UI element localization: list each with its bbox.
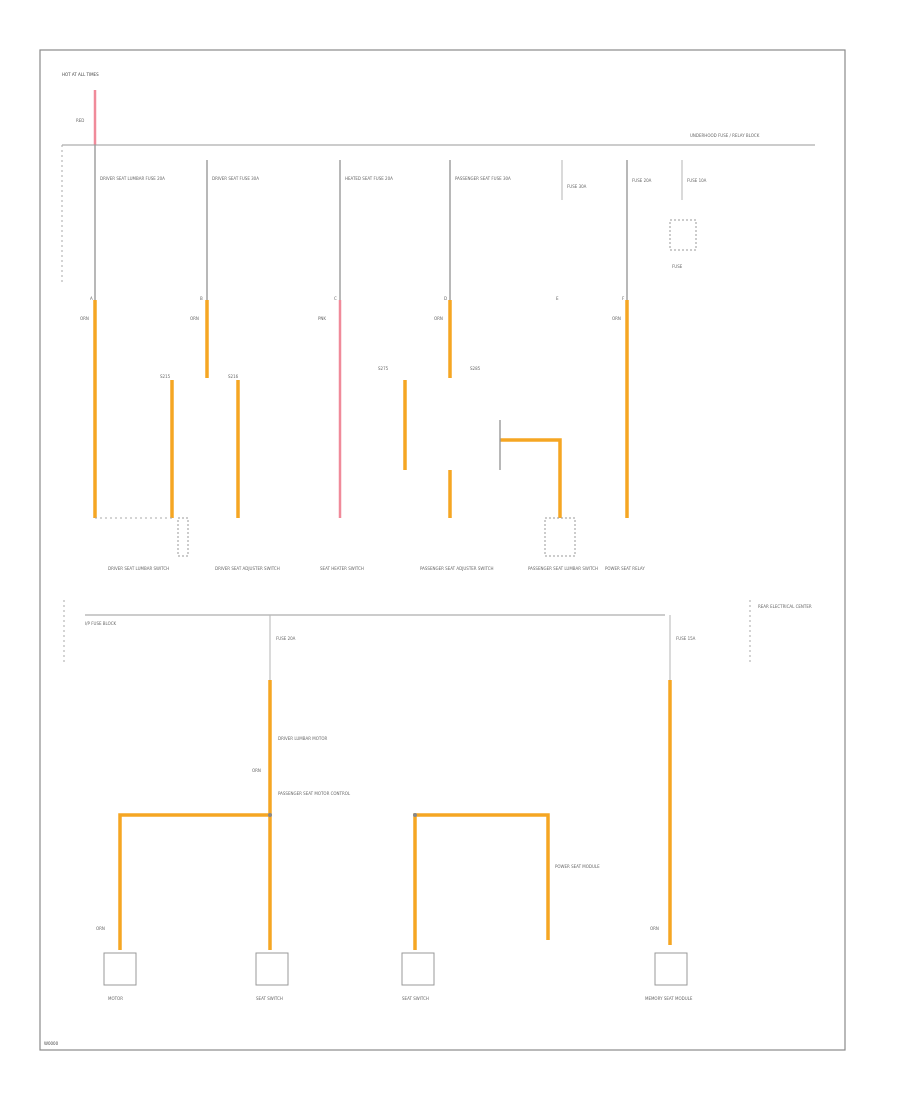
- top-component-1: DRIVER SEAT LUMBAR SWITCH: [108, 566, 169, 571]
- wire-code-8: ORN: [650, 926, 659, 931]
- splice-3: S275: [378, 366, 389, 371]
- splice-node-1: [268, 813, 272, 817]
- wire-code-6: ORN: [252, 768, 261, 773]
- fuse-6: FUSE 20A: [626, 160, 652, 300]
- top-power-label: HOT AT ALL TIMES: [62, 72, 99, 77]
- wire-passenger-lumbar: [500, 438, 562, 518]
- wire-code-3: PNK: [318, 316, 326, 321]
- top-component-6: POWER SEAT RELAY: [605, 566, 645, 571]
- svg-text:FUSE 20A: FUSE 20A: [632, 178, 652, 183]
- fuse-2: DRIVER SEAT FUSE 30A: [206, 160, 259, 300]
- splice-node-2: [413, 813, 417, 817]
- mid-right-label: REAR ELECTRICAL CENTER: [758, 604, 812, 609]
- splice-2: S216: [228, 374, 239, 379]
- svg-text:PASSENGER SEAT FUSE 30A: PASSENGER SEAT FUSE 30A: [455, 176, 511, 181]
- bottom-component-1: MOTOR: [108, 996, 123, 1001]
- top-component-2: DRIVER SEAT ADJUSTER SWITCH: [215, 566, 280, 571]
- svg-text:HEATED SEAT FUSE 20A: HEATED SEAT FUSE 20A: [345, 176, 393, 181]
- bottom-component-3: SEAT SWITCH: [402, 996, 429, 1001]
- wire-bottom-loop: [413, 813, 550, 950]
- wire-bottom-left: [118, 813, 270, 950]
- bottom-note-1: DRIVER LUMBAR MOTOR: [278, 736, 327, 741]
- svg-text:F: F: [622, 296, 625, 301]
- bottom-connector-2: [255, 952, 289, 986]
- svg-text:C: C: [334, 296, 337, 301]
- svg-text:FUSE 10A: FUSE 10A: [687, 178, 707, 183]
- wire-code-2: ORN: [190, 316, 199, 321]
- bottom-note-2: PASSENGER SEAT MOTOR CONTROL: [278, 791, 351, 796]
- wire-code-5: ORN: [612, 316, 621, 321]
- battery-feed-code: RED: [76, 118, 84, 123]
- bottom-connector-1: [103, 952, 137, 986]
- svg-text:B: B: [200, 296, 203, 301]
- svg-text:E: E: [556, 296, 559, 301]
- bottom-connector-4: [654, 952, 688, 986]
- top-connectors: A B C D E F: [90, 296, 625, 301]
- top-comp-connector-1: [177, 517, 189, 557]
- svg-text:FUSE 30A: FUSE 30A: [567, 184, 587, 189]
- bus-top-label: UNDERHOOD FUSE / RELAY BLOCK: [690, 133, 760, 138]
- bottom-note-3: POWER SEAT MODULE: [555, 864, 600, 869]
- bottom-connector-3: [401, 952, 435, 986]
- wire-code-7: ORN: [96, 926, 105, 931]
- svg-text:A: A: [90, 296, 93, 301]
- splice-1: S215: [160, 374, 171, 379]
- footer-code: W0000: [44, 1041, 59, 1046]
- svg-text:DRIVER SEAT FUSE 30A: DRIVER SEAT FUSE 30A: [212, 176, 259, 181]
- fuse-5: FUSE 30A: [561, 160, 587, 200]
- mid-left-label: I/P FUSE BLOCK: [85, 621, 117, 626]
- bottom-component-2: SEAT SWITCH: [256, 996, 283, 1001]
- fuse-1: DRIVER SEAT LUMBAR FUSE 20A: [94, 145, 165, 300]
- top-component-4: PASSENGER SEAT ADJUSTER SWITCH: [420, 566, 494, 571]
- svg-text:FUSE 15A: FUSE 15A: [676, 636, 696, 641]
- svg-text:DRIVER SEAT LUMBAR FUSE 20A: DRIVER SEAT LUMBAR FUSE 20A: [100, 176, 165, 181]
- relay: FUSE: [669, 219, 697, 269]
- wire-code-1: ORN: [80, 316, 89, 321]
- top-comp-connector-2: [544, 517, 576, 557]
- fuse-4: PASSENGER SEAT FUSE 30A: [449, 160, 511, 300]
- svg-text:D: D: [444, 296, 447, 301]
- bottom-component-4: MEMORY SEAT MODULE: [645, 996, 693, 1001]
- fuse-7: FUSE 10A: [681, 160, 707, 200]
- svg-text:FUSE 20A: FUSE 20A: [276, 636, 296, 641]
- diagram-frame: [39, 49, 846, 1051]
- bottom-fuse-1: FUSE 20A: [269, 615, 296, 680]
- top-component-3: SEAT HEATER SWITCH: [320, 566, 364, 571]
- bottom-fuse-2: FUSE 15A: [669, 615, 696, 680]
- fuse-3: HEATED SEAT FUSE 20A: [339, 160, 393, 300]
- svg-text:FUSE: FUSE: [672, 264, 683, 269]
- top-component-5: PASSENGER SEAT LUMBAR SWITCH: [528, 566, 598, 571]
- splice-4: S285: [470, 366, 481, 371]
- wire-code-4: ORN: [434, 316, 443, 321]
